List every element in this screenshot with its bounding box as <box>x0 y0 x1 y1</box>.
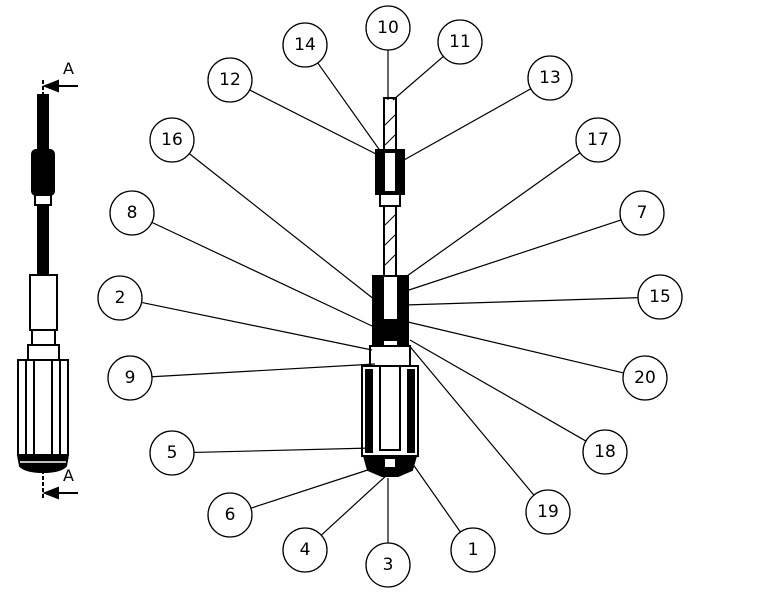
balloon-label: 10 <box>377 18 399 38</box>
leader-line <box>406 342 535 496</box>
balloon-label: 9 <box>125 368 136 388</box>
balloon-17: 17 <box>406 117 621 277</box>
balloon-label: 4 <box>300 540 311 560</box>
balloon-circle <box>437 19 483 65</box>
balloon-4: 4 <box>282 473 389 573</box>
leader-line <box>407 321 624 374</box>
section-assembly <box>361 97 419 477</box>
leader-line <box>403 88 532 161</box>
balloon-label: 20 <box>634 368 656 388</box>
balloon-label: 14 <box>294 35 316 55</box>
balloon-label: 15 <box>649 287 671 307</box>
section-label-top: A <box>63 59 74 78</box>
balloon-7: 7 <box>408 190 665 291</box>
side-neck-2 <box>27 344 60 361</box>
balloon-12: 12 <box>207 57 381 157</box>
balloon-circle <box>525 489 571 535</box>
side-cap <box>16 454 70 474</box>
balloon-19: 19 <box>406 342 571 535</box>
balloon-8: 8 <box>109 190 373 327</box>
balloon-circle <box>365 5 411 51</box>
leader-line <box>404 297 639 306</box>
balloon-20: 20 <box>407 321 668 401</box>
balloon-label: 16 <box>161 130 183 150</box>
side-collar <box>31 149 55 196</box>
balloon-circle <box>149 117 195 163</box>
balloon-1: 1 <box>409 459 496 573</box>
balloon-circle <box>575 117 621 163</box>
leader-line <box>320 473 389 536</box>
side-view <box>16 79 78 500</box>
leader-line <box>409 459 461 533</box>
balloon-label: 18 <box>594 442 616 462</box>
balloon-circle <box>365 542 411 588</box>
balloon-circle <box>97 275 143 321</box>
balloon-label: 3 <box>383 555 394 575</box>
balloon-circle <box>207 492 253 538</box>
balloon-label: 7 <box>637 203 648 223</box>
leader-line <box>193 447 373 454</box>
balloon-circle <box>582 429 628 475</box>
side-shaft <box>37 204 49 276</box>
section-arrow-top <box>42 79 78 93</box>
balloon-label: 13 <box>539 68 561 88</box>
leader-line <box>392 55 444 101</box>
balloon-circle <box>619 190 665 236</box>
balloon-label: 1 <box>468 540 479 560</box>
balloon-circle <box>282 527 328 573</box>
balloon-label: 12 <box>219 70 241 90</box>
section-arrow-bottom <box>42 486 78 500</box>
inner-bore <box>379 365 401 451</box>
balloon-14: 14 <box>282 22 382 153</box>
balloon-circle <box>207 57 253 103</box>
balloon-2: 2 <box>97 275 373 351</box>
balloon-label: 2 <box>115 288 126 308</box>
balloon-circle <box>149 430 195 476</box>
side-tip <box>37 94 49 151</box>
balloon-circle <box>450 527 496 573</box>
leader-line <box>151 221 373 327</box>
balloon-11: 11 <box>392 19 483 101</box>
balloon-circle <box>622 355 668 401</box>
balloon-label: 19 <box>537 502 559 522</box>
balloon-circle <box>282 22 328 68</box>
side-neck <box>31 329 56 346</box>
balloon-label: 11 <box>449 32 471 52</box>
collar-band <box>379 193 401 207</box>
side-cylinder <box>29 274 58 331</box>
balloon-9: 9 <box>107 355 376 401</box>
balloon-circle <box>109 190 155 236</box>
balloon-5: 5 <box>149 430 373 476</box>
balloon-circle <box>107 355 153 401</box>
side-band <box>34 194 52 206</box>
neck <box>369 345 411 367</box>
leader-line <box>317 62 382 153</box>
balloon-label: 8 <box>127 203 138 223</box>
balloon-label: 17 <box>587 130 609 150</box>
leader-line <box>408 219 622 291</box>
leader-line <box>250 465 381 509</box>
section-label-bottom: A <box>63 466 74 485</box>
balloon-13: 13 <box>403 55 573 161</box>
balloon-6: 6 <box>207 465 381 538</box>
balloon-15: 15 <box>404 274 683 320</box>
leader-line <box>141 301 373 351</box>
balloon-circle <box>527 55 573 101</box>
balloon-16: 16 <box>149 117 376 301</box>
leader-line <box>409 339 587 442</box>
balloon-label: 6 <box>225 505 236 525</box>
leader-line <box>151 363 376 378</box>
balloon-label: 5 <box>167 443 178 463</box>
leader-line <box>249 89 381 157</box>
leader-line <box>406 152 581 277</box>
balloon-3: 3 <box>365 478 411 588</box>
leader-line <box>188 153 376 301</box>
balloon-circle <box>637 274 683 320</box>
balloon-18: 18 <box>409 339 628 475</box>
balloon-10: 10 <box>365 5 411 100</box>
